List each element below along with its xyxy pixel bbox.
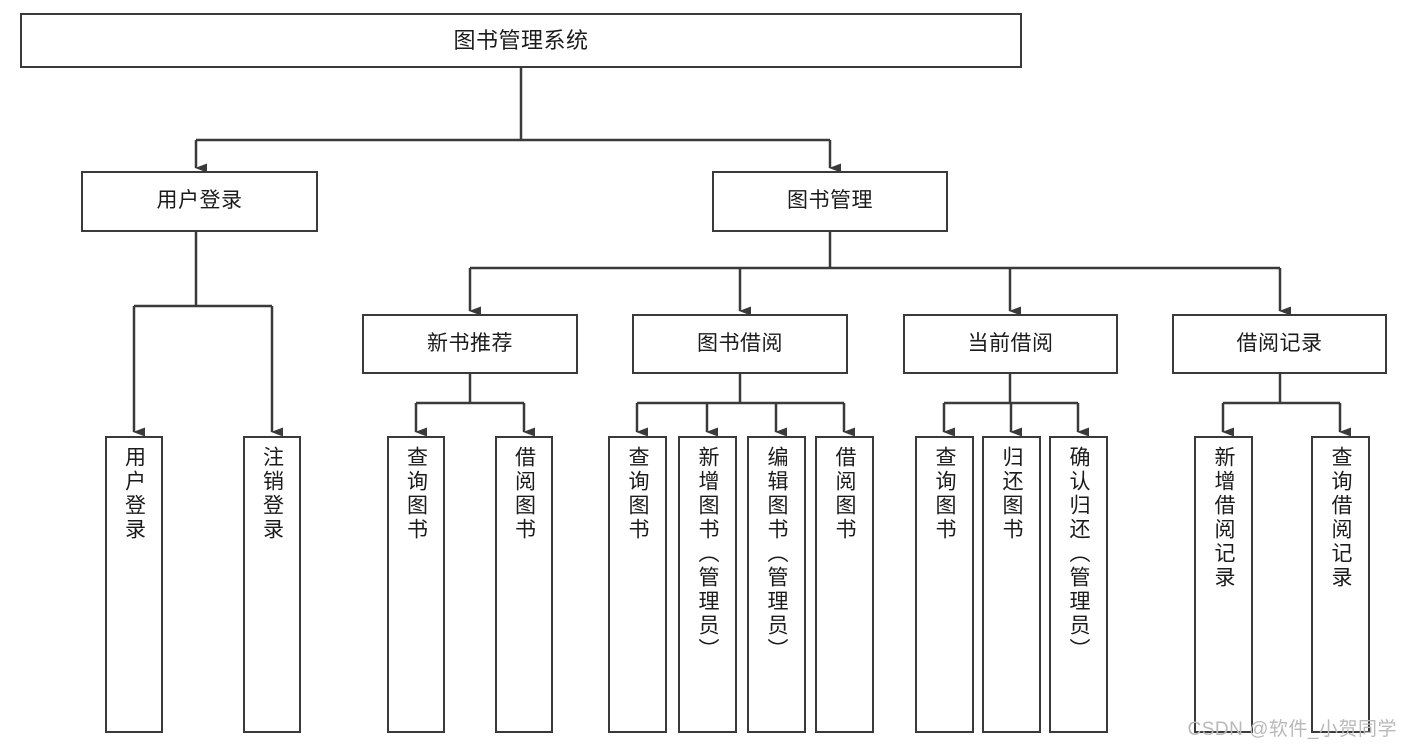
node-label: 查询图书 xyxy=(933,446,956,542)
node-book-manage[interactable]: 图书管理 xyxy=(712,171,948,232)
node-user-login[interactable]: 用户登录 xyxy=(81,171,318,232)
node-label: 编辑图书（管理员） xyxy=(765,446,788,662)
node-label: 借阅记录 xyxy=(1236,331,1323,355)
node-book-borrow[interactable]: 图书借阅 xyxy=(632,314,848,374)
node-leaf-user-login[interactable]: 用户登录 xyxy=(105,436,163,733)
node-label: 借阅图书 xyxy=(833,446,856,542)
node-leaf-confirm-return[interactable]: 确认归还（管理员） xyxy=(1049,436,1108,733)
node-label: 图书管理系统 xyxy=(453,27,589,53)
node-label: 查询图书 xyxy=(404,446,428,542)
node-label: 归还图书 xyxy=(1000,446,1023,542)
node-label: 新增借阅记录 xyxy=(1212,446,1235,590)
node-label: 注销登录 xyxy=(260,446,284,542)
node-root-system[interactable]: 图书管理系统 xyxy=(20,13,1022,68)
node-label: 查询借阅记录 xyxy=(1329,446,1352,590)
node-leaf-query-record[interactable]: 查询借阅记录 xyxy=(1311,436,1370,733)
node-current-borrow[interactable]: 当前借阅 xyxy=(903,314,1118,374)
node-leaf-query-book-2[interactable]: 查询图书 xyxy=(608,436,667,733)
node-label: 借阅图书 xyxy=(512,446,536,542)
node-label: 图书借阅 xyxy=(697,331,783,355)
node-leaf-edit-book[interactable]: 编辑图书（管理员） xyxy=(747,436,806,733)
node-leaf-query-book-3[interactable]: 查询图书 xyxy=(915,436,974,733)
node-label: 用户登录 xyxy=(156,189,243,213)
node-borrow-record[interactable]: 借阅记录 xyxy=(1172,314,1387,374)
node-label: 图书管理 xyxy=(787,189,873,213)
watermark-text: CSDN @软件_小贺同学 xyxy=(1187,719,1397,740)
node-leaf-query-book-1[interactable]: 查询图书 xyxy=(387,436,445,733)
node-leaf-add-book[interactable]: 新增图书（管理员） xyxy=(678,436,737,733)
node-label: 用户登录 xyxy=(122,446,146,542)
node-leaf-borrow-book-1[interactable]: 借阅图书 xyxy=(495,436,553,733)
node-label: 确认归还（管理员） xyxy=(1067,446,1090,662)
node-leaf-add-record[interactable]: 新增借阅记录 xyxy=(1194,436,1253,733)
node-new-book-recommend[interactable]: 新书推荐 xyxy=(362,314,578,374)
node-label: 当前借阅 xyxy=(967,331,1054,355)
node-label: 新增图书（管理员） xyxy=(696,446,719,662)
node-leaf-logout-login[interactable]: 注销登录 xyxy=(243,436,301,733)
node-label: 查询图书 xyxy=(626,446,649,542)
node-leaf-borrow-book-2[interactable]: 借阅图书 xyxy=(815,436,874,733)
node-leaf-return-book[interactable]: 归还图书 xyxy=(982,436,1041,733)
node-label: 新书推荐 xyxy=(427,331,513,355)
